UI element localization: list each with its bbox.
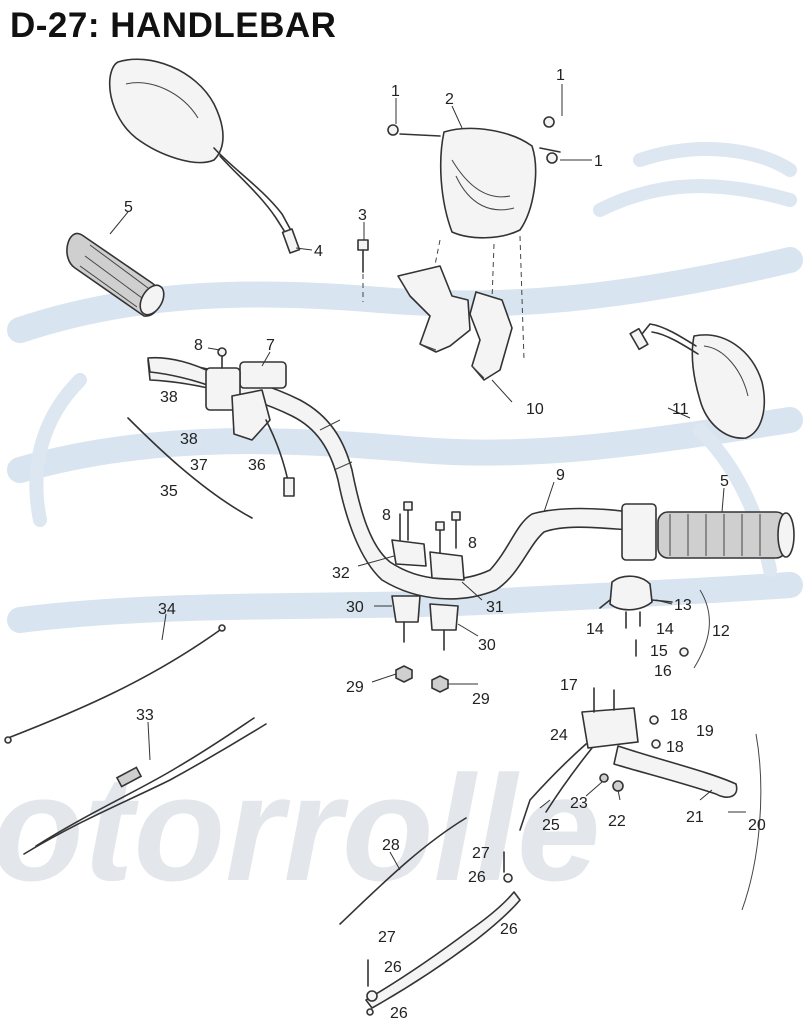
part-mirror-right: [629, 323, 766, 439]
callout-31: 31: [486, 599, 504, 616]
callout-5: 5: [124, 199, 133, 216]
callout-11: 11: [672, 401, 689, 418]
callout-20: 20: [748, 817, 766, 834]
callout-30: 30: [478, 637, 496, 654]
callout-21: 21: [686, 809, 704, 826]
callout-8: 8: [468, 535, 477, 552]
page-title: D-27: HANDLEBAR: [10, 6, 337, 45]
callout-26: 26: [500, 921, 518, 938]
callout-8: 8: [194, 337, 203, 354]
callout-17: 17: [560, 677, 578, 694]
callout-32: 32: [332, 565, 350, 582]
callout-18: 18: [666, 739, 684, 756]
callout-13: 13: [674, 597, 692, 614]
callout-37: 37: [190, 457, 208, 474]
callout-7: 7: [266, 337, 275, 354]
part-left-switch-assembly: [147, 347, 295, 497]
callout-labels: 1 1 1 2 3 4 5 5 7 8 8 8 9 10 11 12 13 14…: [124, 67, 766, 1022]
callout-24: 24: [550, 727, 568, 744]
callout-1: 1: [556, 67, 565, 84]
callout-29: 29: [472, 691, 490, 708]
part-cable-left: [127, 417, 253, 519]
callout-16: 16: [654, 663, 672, 680]
part-handlebar-cover: [387, 116, 561, 361]
callout-1: 1: [594, 153, 603, 170]
callout-33: 33: [136, 707, 154, 724]
part-nuts: [395, 665, 449, 693]
callout-5: 5: [720, 473, 729, 490]
part-small-switch: [599, 575, 710, 669]
callout-12: 12: [712, 623, 730, 640]
callout-36: 36: [248, 457, 266, 474]
part-upper-holders: [391, 501, 465, 581]
part-grip-right: [621, 503, 795, 561]
part-brake-lever-assembly: [519, 687, 762, 911]
callout-9: 9: [556, 467, 565, 484]
callout-14: 14: [656, 621, 674, 638]
part-risers: [391, 595, 459, 651]
callout-35: 35: [160, 483, 178, 500]
callout-19: 19: [696, 723, 714, 740]
callout-15: 15: [650, 643, 668, 660]
callout-26: 26: [468, 869, 486, 886]
callout-30: 30: [346, 599, 364, 616]
part-screw: [357, 239, 369, 302]
callout-2: 2: [445, 91, 454, 108]
callout-22: 22: [608, 813, 626, 830]
callout-1: 1: [391, 83, 400, 100]
part-cable: [4, 624, 226, 744]
part-bracket: [397, 265, 513, 381]
callout-8: 8: [382, 507, 391, 524]
watermark-text: otorrolle: [0, 744, 600, 912]
part-throttle-cable: [339, 817, 521, 1016]
callout-10: 10: [526, 401, 544, 418]
part-grip-left: [66, 232, 165, 317]
callout-38: 38: [180, 431, 198, 448]
callout-34: 34: [158, 601, 176, 618]
callout-27: 27: [378, 929, 396, 946]
callout-23: 23: [570, 795, 588, 812]
part-wiring-harness: [23, 717, 267, 855]
callout-4: 4: [314, 243, 323, 260]
callout-26: 26: [390, 1005, 408, 1022]
callout-25: 25: [542, 817, 560, 834]
callout-27: 27: [472, 845, 490, 862]
callout-14: 14: [586, 621, 604, 638]
callout-29: 29: [346, 679, 364, 696]
callout-28: 28: [382, 837, 400, 854]
callout-26: 26: [384, 959, 402, 976]
part-mirror-left: [108, 58, 301, 254]
leader-lines: [109, 84, 746, 871]
callout-18: 18: [670, 707, 688, 724]
callout-3: 3: [358, 207, 367, 224]
callout-38: 38: [160, 389, 178, 406]
